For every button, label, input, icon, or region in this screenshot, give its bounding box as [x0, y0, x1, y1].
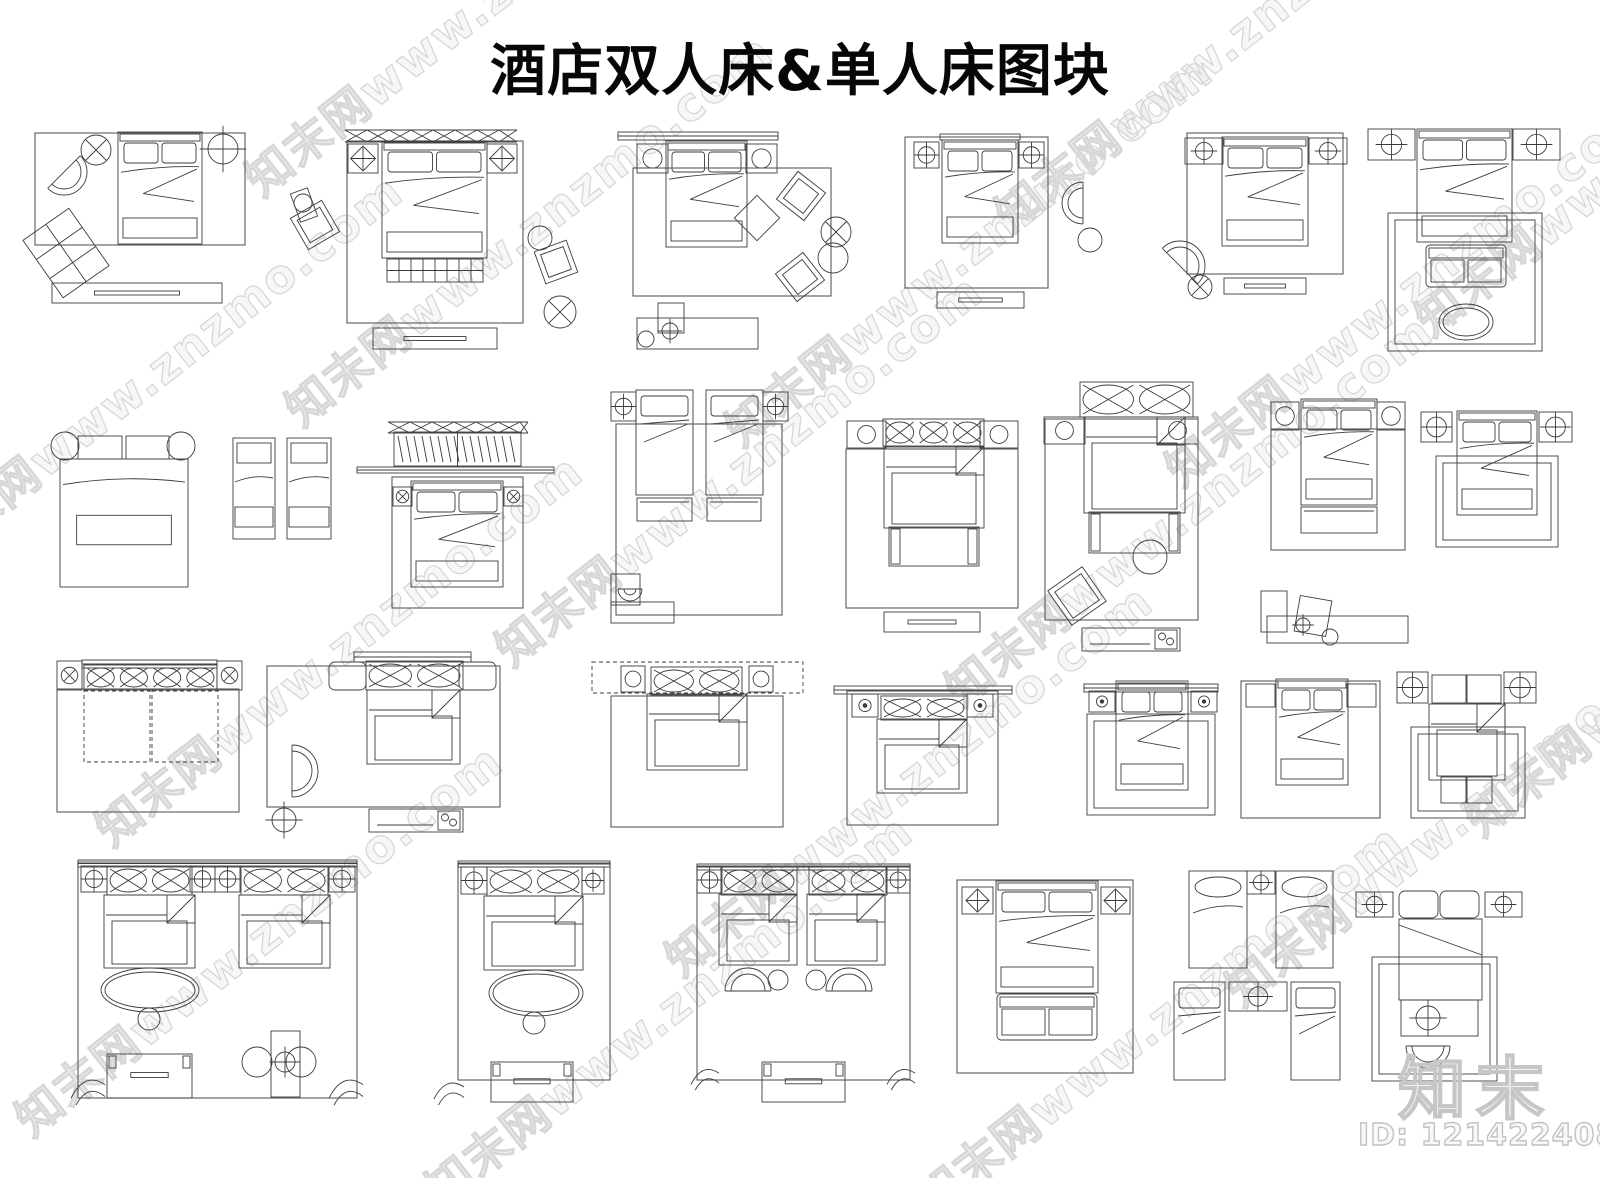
cad-block-writing-desk-chair	[1260, 590, 1409, 646]
cad-block-room-bed-chair-ottoman	[22, 125, 247, 304]
cad-block-bed-rug-chair	[1162, 132, 1348, 300]
cad-block-shelf-headboard-bed	[833, 685, 1013, 826]
cad-block-sketch-bed-sofa-rug	[1367, 128, 1561, 352]
cad-block-twin-singles-oval-pillows	[1188, 870, 1334, 969]
cad-block-bed-diamond-lamps-sofa	[956, 879, 1134, 1074]
cad-block-bed-chair-minibar	[265, 651, 501, 839]
cad-block-bed-rug-dot-lamps	[1083, 680, 1219, 816]
cad-block-twin-singles-blankets	[1173, 981, 1341, 1081]
cad-block-single-room-oval-table-tv	[433, 860, 611, 1106]
cad-block-bed-round-lamps-bench	[1270, 398, 1406, 551]
cad-block-dashed-twin-beds	[56, 659, 243, 813]
cad-block-twin-beds-desk	[610, 389, 789, 624]
cad-block-bed-round-nightstands	[50, 431, 196, 588]
cad-block-single-lounger-pair	[232, 437, 332, 540]
cad-block-bed-armchair-minibar	[1043, 381, 1199, 652]
cad-block-wide-headboard-bed-rug	[1396, 671, 1537, 819]
cad-block-canopy-bed-grid-bench	[289, 129, 524, 350]
cad-block-bed-bench-rug	[845, 418, 1019, 633]
cad-block-twin-room-round-chairs-tv	[690, 863, 916, 1103]
watermark-id: ID: 1214224083	[1357, 1117, 1600, 1153]
cad-block-bed-lounge-corner-desk	[527, 131, 852, 350]
cad-block-bed-square-nightstands	[1240, 678, 1381, 819]
watermark-logo: 知末	[1397, 1050, 1555, 1131]
cad-block-sketch-bed-rug	[1420, 410, 1573, 548]
page-title: 酒店双人床&单人床图块	[490, 39, 1110, 104]
cad-block-bed-tv-console	[904, 133, 1103, 309]
cad-block-louver-headboard-bed	[356, 421, 555, 609]
cad-block-bed-desk-rug	[1355, 890, 1523, 1082]
cad-block-twin-room-oval-table-tv	[70, 859, 364, 1106]
cad-block-dashed-headboard-bed	[591, 661, 804, 828]
